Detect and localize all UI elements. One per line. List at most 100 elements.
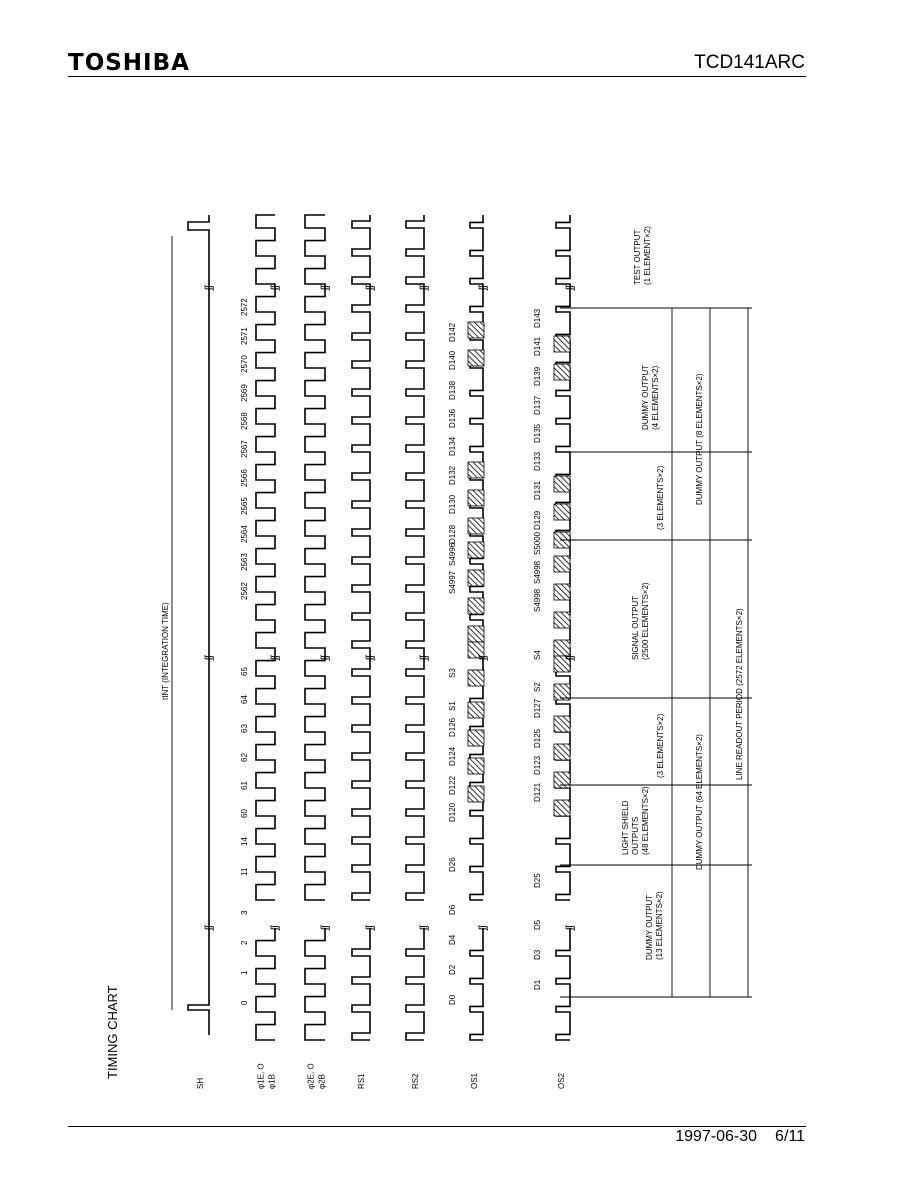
os1-label: D124 bbox=[448, 746, 457, 766]
os1-label: D26 bbox=[448, 857, 457, 872]
os2-label: D141 bbox=[533, 336, 542, 356]
three-elements-1: (3 ELEMENTS×2) bbox=[656, 713, 665, 778]
signal-label: RS1 bbox=[357, 1073, 366, 1089]
light-shield-outputs: LIGHT SHIELD bbox=[621, 800, 630, 855]
os1-signal-block bbox=[467, 757, 485, 775]
os2-label: D137 bbox=[533, 395, 542, 415]
os2-label: D139 bbox=[533, 366, 542, 386]
signal-label: φ2B bbox=[318, 1074, 327, 1089]
os2-signal-block bbox=[553, 475, 571, 493]
break-mark: ʃʃ bbox=[478, 925, 489, 931]
break-mark: ʃʃ bbox=[204, 285, 215, 291]
os2-signal-block bbox=[553, 611, 571, 629]
element-number: 2 bbox=[240, 940, 249, 945]
break-mark: ʃʃ bbox=[270, 925, 281, 931]
dummy-output-8: DUMMY OUTPUT (8 ELEMENTS×2) bbox=[695, 373, 704, 505]
os1-label: S3 bbox=[448, 668, 457, 678]
dummy-output-13: (13 ELEMENTS×2) bbox=[655, 891, 664, 960]
os2-label: D143 bbox=[533, 308, 542, 328]
break-mark: ʃʃ bbox=[565, 925, 576, 931]
phi1-waveform bbox=[255, 214, 276, 1041]
break-mark: ʃʃ bbox=[419, 925, 430, 931]
os2-label: D3 bbox=[533, 949, 542, 960]
os2-signal-block bbox=[553, 555, 571, 573]
element-number: 2570 bbox=[240, 355, 249, 373]
os1-label: D122 bbox=[448, 775, 457, 795]
integration-label: tINT (INTEGRATION TIME) bbox=[161, 602, 170, 700]
os1-label: D120 bbox=[448, 802, 457, 822]
os2-signal-block bbox=[553, 771, 571, 789]
os1-label: S4997 bbox=[448, 570, 457, 594]
os1-signal-block bbox=[467, 349, 485, 367]
os2-label: D123 bbox=[533, 755, 542, 775]
os1-label: D0 bbox=[448, 994, 457, 1005]
element-number: 1 bbox=[240, 970, 249, 975]
os1-label: D4 bbox=[448, 934, 457, 945]
os1-signal-block bbox=[467, 321, 485, 339]
break-mark: ʃʃ bbox=[365, 655, 376, 661]
os2-signal-block bbox=[553, 683, 571, 701]
rs1-waveform bbox=[351, 215, 371, 1041]
element-number: 2564 bbox=[240, 525, 249, 543]
element-number: 14 bbox=[240, 837, 249, 846]
os2-label: S4 bbox=[533, 650, 542, 660]
footer-date: 1997-06-30 bbox=[675, 1128, 758, 1145]
os1-label: D6 bbox=[448, 904, 457, 915]
os1-label: D130 bbox=[448, 494, 457, 514]
os2-label: D129 bbox=[533, 510, 542, 530]
element-number: 60 bbox=[240, 809, 249, 818]
phi2-waveform bbox=[304, 214, 326, 1041]
os2-label: S2 bbox=[533, 682, 542, 692]
signal-label: φ2E, O bbox=[307, 1063, 316, 1089]
os1-signal-block bbox=[467, 669, 485, 687]
dummy-output-13: DUMMY OUTPUT bbox=[645, 895, 654, 960]
element-number: 61 bbox=[240, 781, 249, 790]
os2-signal-block bbox=[553, 363, 571, 381]
section-title: TIMING CHART bbox=[105, 985, 120, 1079]
os2-label: D5 bbox=[533, 919, 542, 930]
element-number: 2565 bbox=[240, 497, 249, 515]
element-number: 2566 bbox=[240, 469, 249, 487]
signal-output: SIGNAL OUTPUT bbox=[631, 596, 640, 660]
os1-label: D140 bbox=[448, 350, 457, 370]
os2-signal-block bbox=[553, 583, 571, 601]
signal-label: SH bbox=[196, 1078, 205, 1089]
break-mark: ʃʃ bbox=[365, 925, 376, 931]
os1-signal-block bbox=[467, 785, 485, 803]
element-number: 65 bbox=[240, 667, 249, 676]
element-number: 0 bbox=[240, 1000, 249, 1005]
os2-label: D133 bbox=[533, 451, 542, 471]
element-number: 2567 bbox=[240, 440, 249, 458]
break-mark: ʃʃ bbox=[270, 655, 281, 661]
os2-signal-block bbox=[553, 715, 571, 733]
footer-page: 6/11 bbox=[775, 1128, 805, 1145]
dummy-output-64: DUMMY OUTPUT (64 ELEMENTS×2) bbox=[695, 734, 704, 870]
os1-label: D132 bbox=[448, 465, 457, 485]
sh-waveform bbox=[187, 215, 210, 1035]
os2-label: D121 bbox=[533, 782, 542, 802]
element-number: 11 bbox=[240, 867, 249, 876]
element-number: 62 bbox=[240, 753, 249, 762]
break-mark: ʃʃ bbox=[204, 655, 215, 661]
element-number: 2572 bbox=[240, 298, 249, 316]
os1-label: D138 bbox=[448, 380, 457, 400]
os2-label: D127 bbox=[533, 698, 542, 718]
os2-signal-block bbox=[553, 655, 571, 673]
header-rule bbox=[68, 76, 806, 77]
os1-label: D134 bbox=[448, 436, 457, 456]
signal-output: (2500 ELEMENTS×2) bbox=[641, 582, 650, 660]
break-mark: ʃʃ bbox=[320, 285, 331, 291]
toshiba-logo: TOSHIBA bbox=[68, 50, 190, 76]
os2-signal-block bbox=[553, 639, 571, 657]
os2-signal-block bbox=[553, 503, 571, 521]
light-shield-outputs: OUTPUTS bbox=[631, 817, 640, 855]
os1-signal-block bbox=[467, 489, 485, 507]
os2-signal-block bbox=[553, 799, 571, 817]
three-elements-2: (3 ELEMENTS×2) bbox=[656, 465, 665, 530]
os2-label: D1 bbox=[533, 979, 542, 990]
break-mark: ʃʃ bbox=[419, 655, 430, 661]
os1-signal-block bbox=[467, 641, 485, 659]
os1-signal-block bbox=[467, 569, 485, 587]
element-number: 64 bbox=[240, 695, 249, 704]
